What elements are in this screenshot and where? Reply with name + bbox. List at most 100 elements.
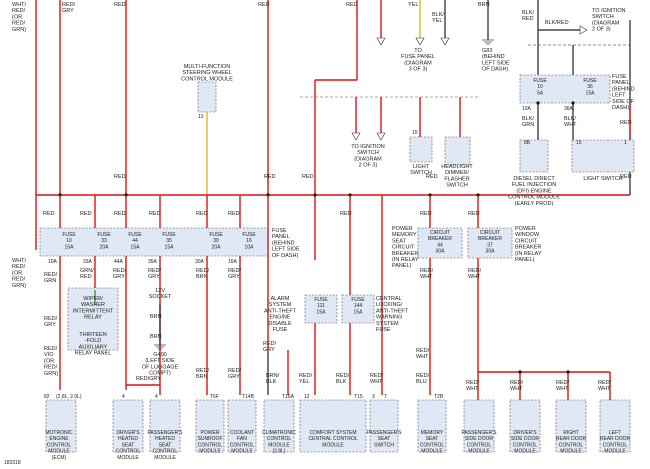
pin-label: 3 xyxy=(372,394,375,400)
top-center-section xyxy=(376,0,494,46)
wire-color-label: RED/GRY xyxy=(228,368,242,380)
wire-color-label: YEL xyxy=(408,2,418,8)
pin-label: 35A xyxy=(148,259,158,265)
pin-label: 16A xyxy=(228,259,238,265)
pin-label: T15 xyxy=(354,394,363,400)
wire-color-label: GRN/RED xyxy=(80,268,94,280)
top-right-section xyxy=(519,0,635,195)
wire-color-label: RED/BLU xyxy=(416,373,430,385)
pin-label: 44A xyxy=(114,259,124,265)
bus-label: RED xyxy=(302,174,314,180)
pin-label: 36A xyxy=(564,106,574,112)
pin-label: 33A xyxy=(83,259,93,265)
pin-label: T14B xyxy=(242,394,255,400)
pin-label: T2B xyxy=(434,394,444,400)
comfort-fuses xyxy=(304,195,383,395)
wire-color-label: RED/GRY xyxy=(44,316,58,328)
pin-label: T6F xyxy=(210,394,219,400)
mid-top-wires xyxy=(351,97,471,166)
pin-label: 15 xyxy=(412,130,418,136)
pin-label: T16A xyxy=(282,394,295,400)
module-boxes xyxy=(45,399,631,453)
bus-label: RED xyxy=(426,174,438,180)
pin-label: 30A xyxy=(195,259,205,265)
pin-label: 82 xyxy=(44,394,50,400)
wire-color-label: RED/GRY xyxy=(228,268,242,280)
wire-color-label: RED xyxy=(114,2,126,8)
wire-color-label: BLK/YEL xyxy=(432,12,444,24)
wire-color-label: BRN/BLK xyxy=(266,373,280,385)
bus-label: RED xyxy=(420,211,432,217)
wire-color-label: RED/GRN xyxy=(44,272,58,284)
wire-color-label: RED/WHT xyxy=(598,380,612,392)
wire-color-label: RED/GRY xyxy=(263,341,277,353)
main-fuse-panel xyxy=(39,227,269,257)
bus-label: RED xyxy=(620,174,632,180)
wire-color-label: BRN xyxy=(478,2,490,8)
bus-label: RED xyxy=(114,174,126,180)
wire-color-label: RED/BLK xyxy=(336,373,350,385)
wire-color-label: RED/WHT xyxy=(468,268,482,280)
wire-color-label: BLK/RED xyxy=(545,20,569,26)
bus-label: RED xyxy=(228,211,240,217)
bus-label: RED xyxy=(114,211,126,217)
bus-label: RED xyxy=(80,211,92,217)
wire-color-label: RED/GRY xyxy=(113,268,127,280)
wire-color-label: RED xyxy=(258,2,270,8)
pin-label: (2.8L, 2.0L) xyxy=(56,394,82,400)
bus-label: RED xyxy=(340,211,352,217)
wire-color-label: RED/WHT xyxy=(510,380,524,392)
wire-color-label: BRN xyxy=(150,334,162,340)
bus-label: RED xyxy=(468,211,480,217)
pin-label: 8B xyxy=(524,140,531,146)
bus-label: RED xyxy=(196,211,208,217)
fuse-drops xyxy=(59,195,241,230)
wire-color-label: RED/WHT xyxy=(416,348,430,360)
bus-label: RED xyxy=(264,174,276,180)
wiper-relay-box xyxy=(67,287,119,351)
wire-color-label: RED/YEL xyxy=(299,373,313,385)
wire-color-label: RED/GRY xyxy=(62,2,76,14)
pin-label: 15 xyxy=(576,140,582,146)
bus-label: RED xyxy=(149,211,161,217)
top-left-wires xyxy=(35,0,358,260)
wire-color-label: BLK/GRN xyxy=(522,116,534,128)
pin-label: 12 xyxy=(304,394,310,400)
